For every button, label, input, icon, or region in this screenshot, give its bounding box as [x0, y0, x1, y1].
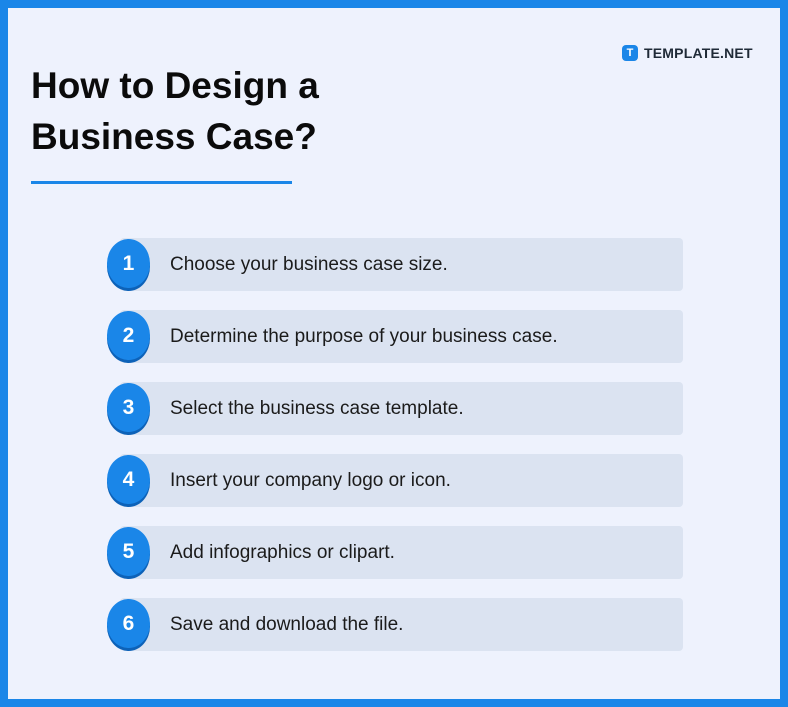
step-number-badge: 5 [107, 527, 150, 576]
step-bar [120, 454, 683, 507]
step-bar [120, 310, 683, 363]
step-text: Determine the purpose of your business c… [170, 326, 558, 347]
step-text: Choose your business case size. [170, 254, 448, 275]
step-bar [120, 238, 683, 291]
title-line-2: Business Case? [31, 116, 317, 157]
step-text: Select the business case template. [170, 398, 464, 419]
template-logo-icon: T [622, 45, 638, 61]
step-item: 2 Determine the purpose of your business… [105, 310, 683, 363]
brand-name: TEMPLATE.NET [644, 45, 753, 61]
template-net-logo: T TEMPLATE.NET [622, 45, 753, 61]
step-item: 6 Save and download the file. [105, 598, 683, 651]
step-number-badge: 6 [107, 599, 150, 648]
page-title: How to Design a Business Case? [31, 60, 431, 162]
step-text: Save and download the file. [170, 614, 404, 635]
title-line-1: How to Design a [31, 65, 319, 106]
step-number-badge: 2 [107, 311, 150, 360]
step-text: Add infographics or clipart. [170, 542, 395, 563]
step-item: 1 Choose your business case size. [105, 238, 683, 291]
step-bar [120, 598, 683, 651]
step-bar [120, 526, 683, 579]
step-item: 4 Insert your company logo or icon. [105, 454, 683, 507]
step-bar [120, 382, 683, 435]
step-number-badge: 3 [107, 383, 150, 432]
step-number-badge: 4 [107, 455, 150, 504]
step-item: 3 Select the business case template. [105, 382, 683, 435]
step-number-badge: 1 [107, 239, 150, 288]
step-text: Insert your company logo or icon. [170, 470, 451, 491]
step-item: 5 Add infographics or clipart. [105, 526, 683, 579]
template-logo-letter: T [626, 46, 634, 59]
title-underline [31, 181, 292, 184]
steps-list: 1 Choose your business case size. 2 Dete… [105, 238, 683, 670]
